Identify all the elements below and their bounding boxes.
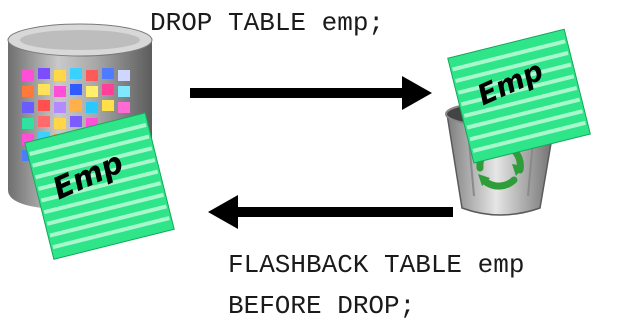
drop-table-command: DROP TABLE emp; bbox=[150, 8, 385, 38]
arrow-left-icon bbox=[208, 195, 453, 229]
table-card-icon-source: Emp bbox=[24, 112, 175, 260]
flashback-command-line-1: FLASHBACK TABLE emp bbox=[228, 250, 525, 280]
flashback-command-line-2: BEFORE DROP; bbox=[228, 291, 416, 321]
arrow-right-icon bbox=[190, 76, 432, 110]
table-card-icon-bin: Emp bbox=[447, 28, 591, 164]
